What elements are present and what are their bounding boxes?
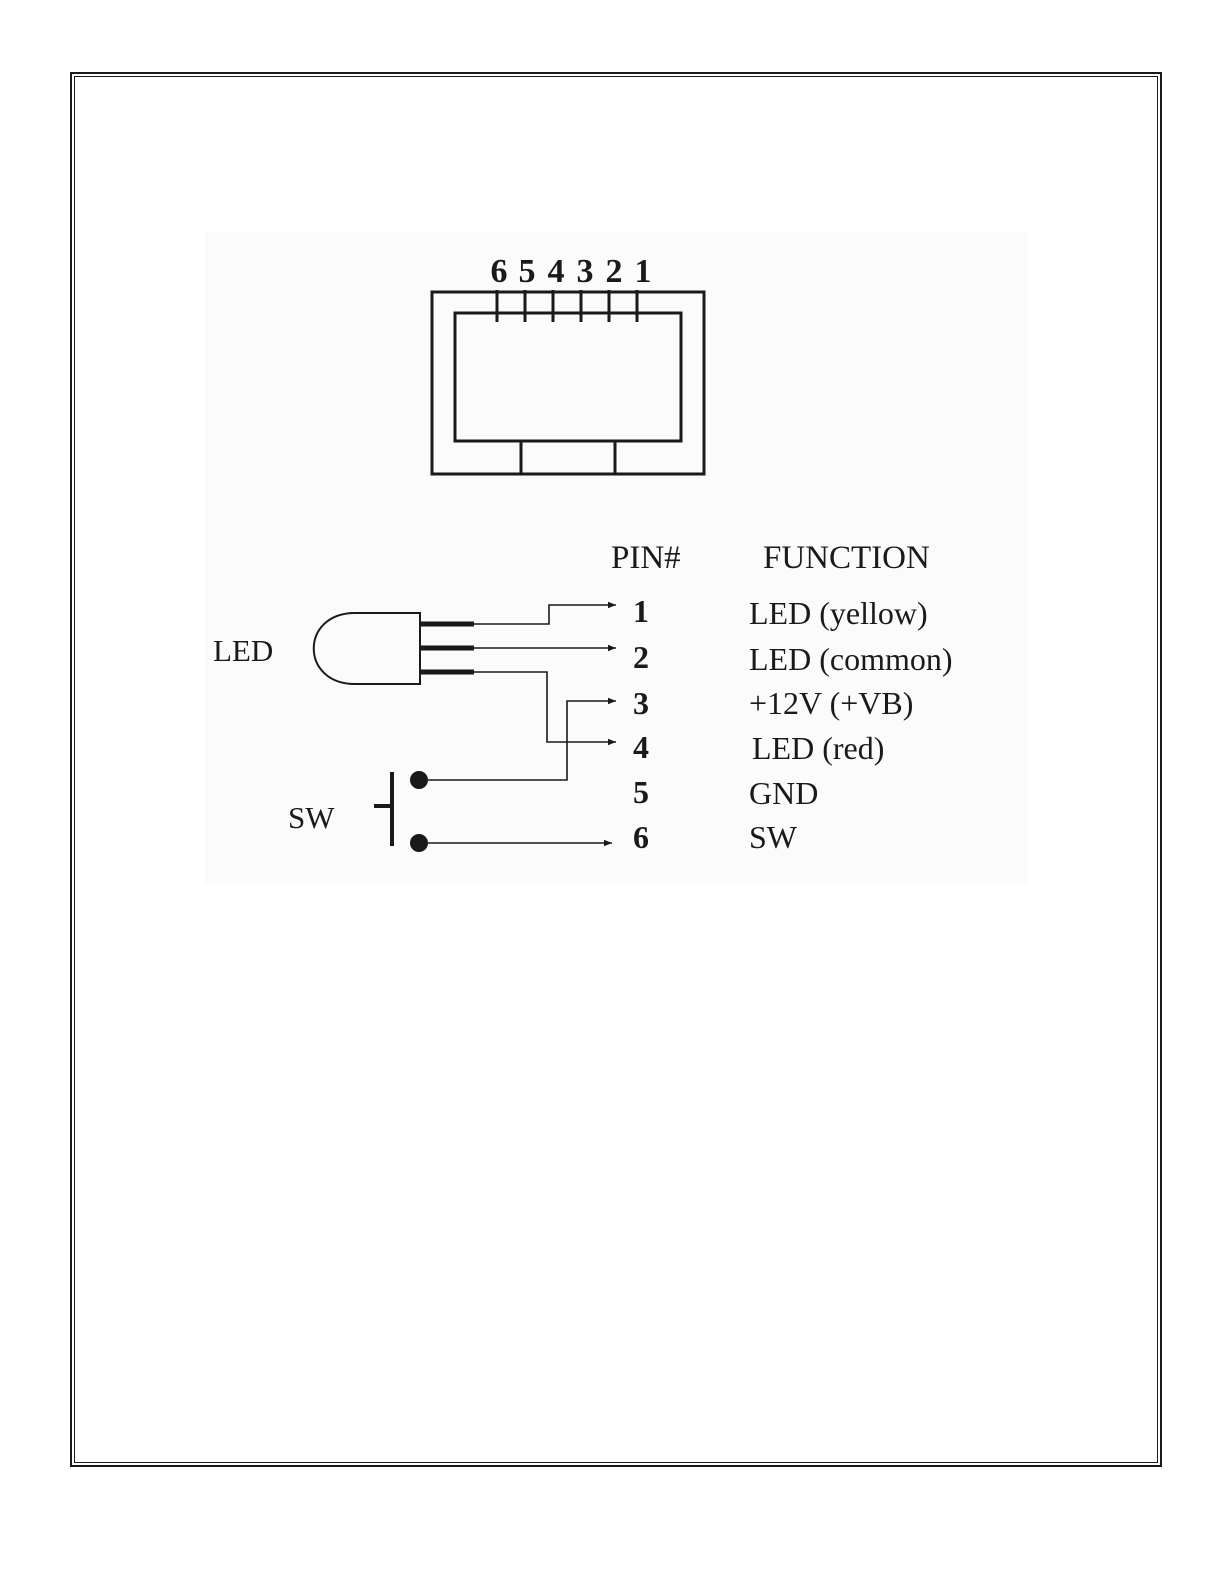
- pin-number: 5: [633, 774, 649, 810]
- wires: [428, 605, 616, 843]
- function-column: LED (yellow) LED (common) +12V (+VB) LED…: [749, 595, 953, 855]
- connector-jack: [432, 290, 704, 474]
- switch-terminal: [410, 771, 428, 789]
- connector-pin-label: 4: [548, 253, 565, 290]
- led-label: LED: [213, 633, 273, 668]
- pin-number: 3: [633, 685, 649, 721]
- connector-outer-body: [432, 292, 704, 474]
- connector-pin-labels: 6 5 4 3 2 1: [491, 253, 652, 290]
- pin-number: 1: [633, 593, 649, 629]
- pin-function: LED (common): [749, 641, 953, 677]
- wire-led-red-to-pin4: [474, 672, 616, 742]
- pin-function: LED (red): [752, 730, 884, 766]
- connector-pin-label: 6: [491, 253, 508, 290]
- connector-pin-label: 3: [577, 253, 594, 290]
- pin-function: LED (yellow): [749, 595, 928, 631]
- pin-number: 6: [633, 819, 649, 855]
- pin-number: 4: [633, 729, 649, 765]
- connector-pin-label: 5: [519, 253, 536, 290]
- switch-label: SW: [288, 800, 335, 835]
- led-body: [314, 613, 420, 684]
- pin-number-column: 1 2 3 4 5 6: [633, 593, 649, 855]
- connector-latch: [521, 441, 615, 474]
- led-leads: [420, 624, 474, 672]
- wire-switch-to-pin3: [428, 701, 616, 780]
- connector-inner-cavity: [455, 313, 681, 441]
- switch-terminal: [410, 834, 428, 852]
- wire-led-yellow-to-pin1: [474, 605, 616, 624]
- pin-column-header: PIN#: [611, 540, 681, 576]
- pin-function: +12V (+VB): [749, 685, 913, 721]
- pin-function: SW: [749, 819, 798, 855]
- pin-number: 2: [633, 639, 649, 675]
- pin-function: GND: [749, 775, 818, 811]
- connector-pin-label: 1: [635, 253, 652, 290]
- switch-symbol: [374, 772, 392, 846]
- function-column-header: FUNCTION: [763, 540, 930, 576]
- connector-pin-label: 2: [606, 253, 623, 290]
